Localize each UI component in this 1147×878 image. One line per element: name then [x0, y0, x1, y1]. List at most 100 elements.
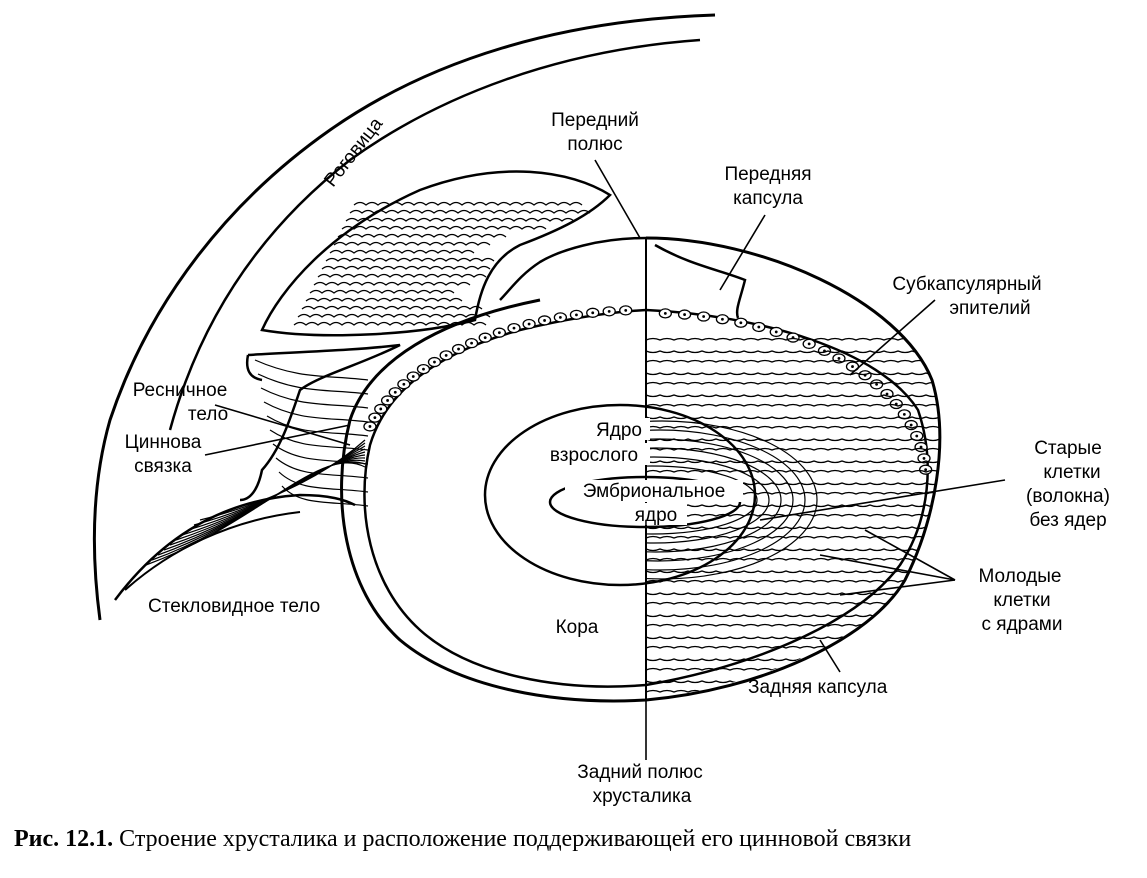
lens-fiber — [646, 416, 940, 420]
zonule-fiber — [257, 373, 369, 395]
epithelium-cell-nucleus — [702, 315, 706, 318]
lens-diagram-svg: Роговица Передний полюс Передняя капсула… — [92, 13, 1110, 807]
nucleus-ring — [646, 420, 818, 580]
subcapsular-epithelium-label-1: Субкапсулярный — [892, 274, 1041, 295]
epithelium-cell-nucleus — [402, 382, 406, 386]
young-cells-label-1: Молодые — [979, 566, 1062, 587]
old-cells-label-3: (волокна) — [1026, 486, 1110, 507]
cornea-label: Роговица — [320, 113, 387, 191]
ciliary-body-label-2: тело — [188, 404, 228, 425]
zonule-fiber — [254, 359, 369, 381]
epithelium-cell-nucleus — [470, 341, 473, 345]
epithelium-cell-nucleus — [591, 311, 595, 315]
lens-fibers — [646, 337, 940, 693]
lens-fiber — [646, 403, 940, 407]
epithelium-cell-nucleus — [624, 309, 628, 312]
leader-lines — [204, 159, 1006, 760]
epithelium-cell-nucleus — [512, 326, 516, 330]
zonule-fiber — [278, 471, 369, 493]
zonule-fibers — [145, 359, 369, 566]
zonule-label-2: связка — [134, 456, 192, 477]
zonule-fiber — [260, 387, 369, 409]
lens-fiber — [646, 469, 940, 473]
epithelium-cell-nucleus — [683, 313, 686, 316]
iris-hatch-line — [293, 321, 487, 326]
epithelium-cell-nucleus — [721, 317, 724, 321]
lens-fiber — [646, 447, 940, 451]
epithelium-cell-nucleus — [757, 325, 761, 329]
lens-fiber — [646, 359, 940, 363]
embryonic-nucleus-label-1: Эмбриональное — [583, 481, 726, 502]
iris-hatch-line — [329, 249, 475, 254]
young-cells-label-3: с ядрами — [982, 614, 1063, 635]
zonule-fiber — [266, 415, 369, 437]
caption-text: Строение хрусталика и расположение подде… — [113, 826, 912, 852]
epithelium-cell-nucleus — [924, 468, 928, 472]
epithelium-cell-nucleus — [497, 331, 501, 335]
lens-fiber — [646, 623, 940, 627]
lens-capsule — [340, 236, 942, 703]
epithelium-cell-nucleus — [774, 330, 778, 334]
epithelium-cell-nucleus — [851, 365, 854, 368]
caption-number: Рис. 12.1. — [14, 826, 114, 852]
epithelium-cell-nucleus — [663, 311, 667, 315]
iris-hatch-line — [345, 217, 575, 222]
iris-hatch-line — [321, 265, 491, 270]
epithelium-cell-nucleus — [919, 445, 923, 449]
lens-fiber — [646, 425, 940, 429]
epithelium-cell-nucleus — [909, 423, 913, 427]
nucleus-ring — [646, 447, 782, 553]
epithelium-cell-nucleus — [837, 357, 841, 360]
lens-fiber — [646, 579, 940, 583]
epithelium-cell-nucleus — [527, 322, 531, 326]
iris-hatch-line — [337, 233, 507, 238]
iris-hatch-line — [313, 281, 471, 286]
lens-fiber — [646, 636, 940, 640]
lens-fiber — [646, 504, 940, 508]
cornea-shape — [92, 13, 716, 621]
anterior-capsule-label-2: капсула — [733, 188, 803, 209]
epithelium-cell-nucleus — [739, 321, 743, 325]
nucleus-ring — [646, 465, 758, 535]
lens-fiber — [646, 394, 940, 398]
iris-hatch-line — [305, 297, 463, 302]
lens-fiber — [646, 372, 940, 376]
epithelium-cell-nucleus — [875, 383, 878, 386]
zonule-fiber — [269, 429, 369, 451]
epithelium-cell-nucleus — [575, 313, 578, 317]
lens-inner-boundary — [363, 308, 929, 688]
adult-nucleus-label-1: Ядро — [596, 420, 642, 441]
ciliary-body-label-1: Ресничное — [133, 380, 228, 401]
zonule-fiber — [281, 485, 369, 507]
epithelium-cell-nucleus — [902, 412, 906, 416]
epithelium-cell-nucleus — [433, 360, 436, 364]
lens-fiber — [646, 570, 940, 574]
epithelium-cell-nucleus — [444, 353, 448, 357]
figure-caption: Рис. 12.1. Строение хрусталика и располо… — [14, 826, 1139, 853]
epithelium-cell-nucleus — [386, 399, 389, 402]
epithelium-cell-nucleus — [915, 434, 919, 438]
epithelium-cell-nucleus — [379, 407, 383, 411]
iris-hatch-line — [325, 257, 495, 262]
epithelium-cell-nucleus — [807, 342, 811, 346]
subcapsular-epithelium-label-2: эпителий — [949, 298, 1030, 319]
epithelium-cell-nucleus — [607, 309, 611, 313]
posterior-pole-label-2: хрусталика — [593, 786, 692, 807]
vitreous-label: Стекловидное тело — [148, 596, 320, 617]
epithelium-cell-nucleus — [457, 347, 460, 351]
anterior-capsule-label-1: Передняя — [724, 164, 811, 185]
iris-hatch-line — [349, 209, 591, 214]
anterior-pole-label-1: Передний — [551, 110, 639, 131]
iris-hatch-line — [301, 305, 483, 310]
adult-nucleus — [483, 403, 757, 587]
lens-fiber — [646, 592, 940, 596]
vitreous-boundary — [114, 493, 356, 601]
cortex-label: Кора — [556, 617, 599, 638]
lens-fiber — [646, 548, 940, 552]
epithelium-cells — [363, 305, 933, 475]
iris-hatch-line — [317, 273, 487, 278]
iris-hatch-line — [297, 313, 491, 318]
anterior-pole-label-2: полюс — [567, 134, 622, 155]
iris-hatch-line — [333, 241, 491, 246]
lens-diagram: Роговица Передний полюс Передняя капсула… — [92, 13, 1110, 807]
